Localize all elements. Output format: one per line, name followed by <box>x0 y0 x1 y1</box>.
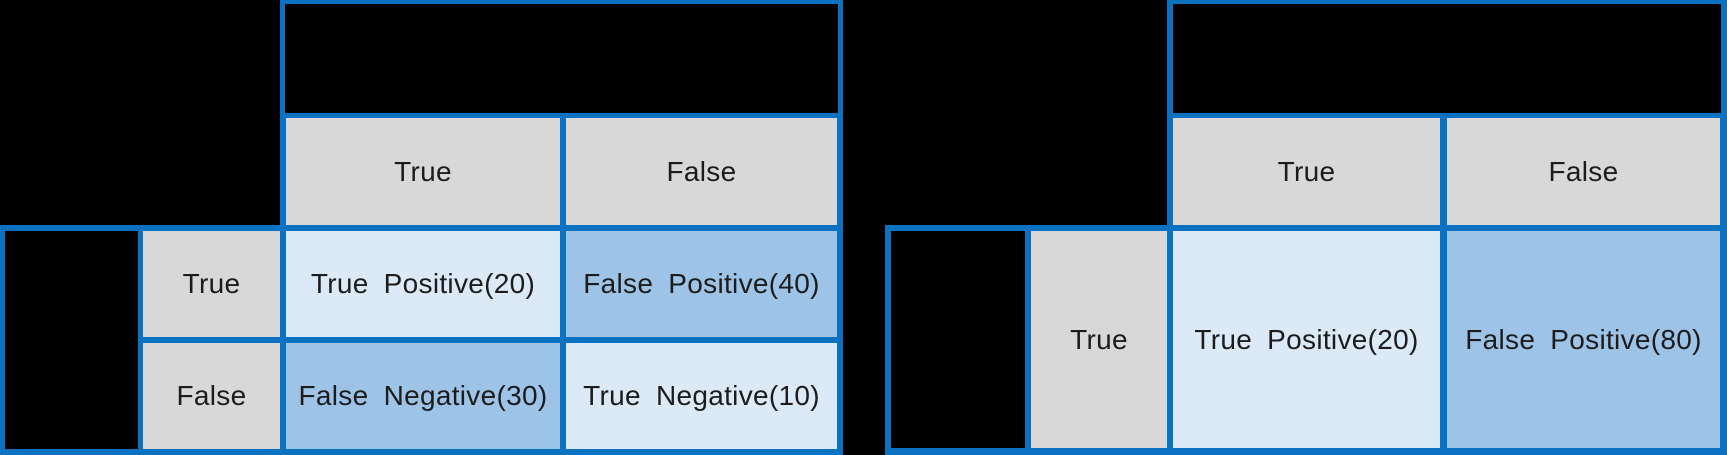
right-top-header-box <box>1167 0 1727 118</box>
left-row-label-stub <box>5 231 138 449</box>
left-top-header-box <box>280 0 843 118</box>
right-matrix-body: True True Positive(20) False Positive(80… <box>885 225 1727 455</box>
left-column-header-row: True False <box>280 113 843 231</box>
left-top-header-fill <box>285 4 838 113</box>
right-col-header-true: True <box>1173 118 1440 225</box>
right-column-header-row: True False <box>1167 113 1727 231</box>
right-cell-true-positive: True Positive(20) <box>1173 231 1440 448</box>
left-cell-true-positive: True Positive(20) <box>286 231 560 337</box>
left-cell-false-positive: False Positive(40) <box>566 231 837 337</box>
left-cell-false-negative: False Negative(30) <box>286 343 560 449</box>
left-row-header-true: True <box>143 231 280 337</box>
left-row-header-false: False <box>143 343 280 449</box>
right-row-header-true: True <box>1031 231 1167 448</box>
left-cell-true-negative: True Negative(10) <box>566 343 837 449</box>
right-top-header-fill <box>1173 4 1721 113</box>
right-row-label-stub <box>891 231 1025 448</box>
left-matrix-body: True False True Positive(20) False Posit… <box>0 225 843 455</box>
left-col-header-true: True <box>286 118 560 225</box>
right-col-header-false: False <box>1447 118 1720 225</box>
left-col-header-false: False <box>566 118 837 225</box>
right-cell-false-positive: False Positive(80) <box>1447 231 1720 448</box>
